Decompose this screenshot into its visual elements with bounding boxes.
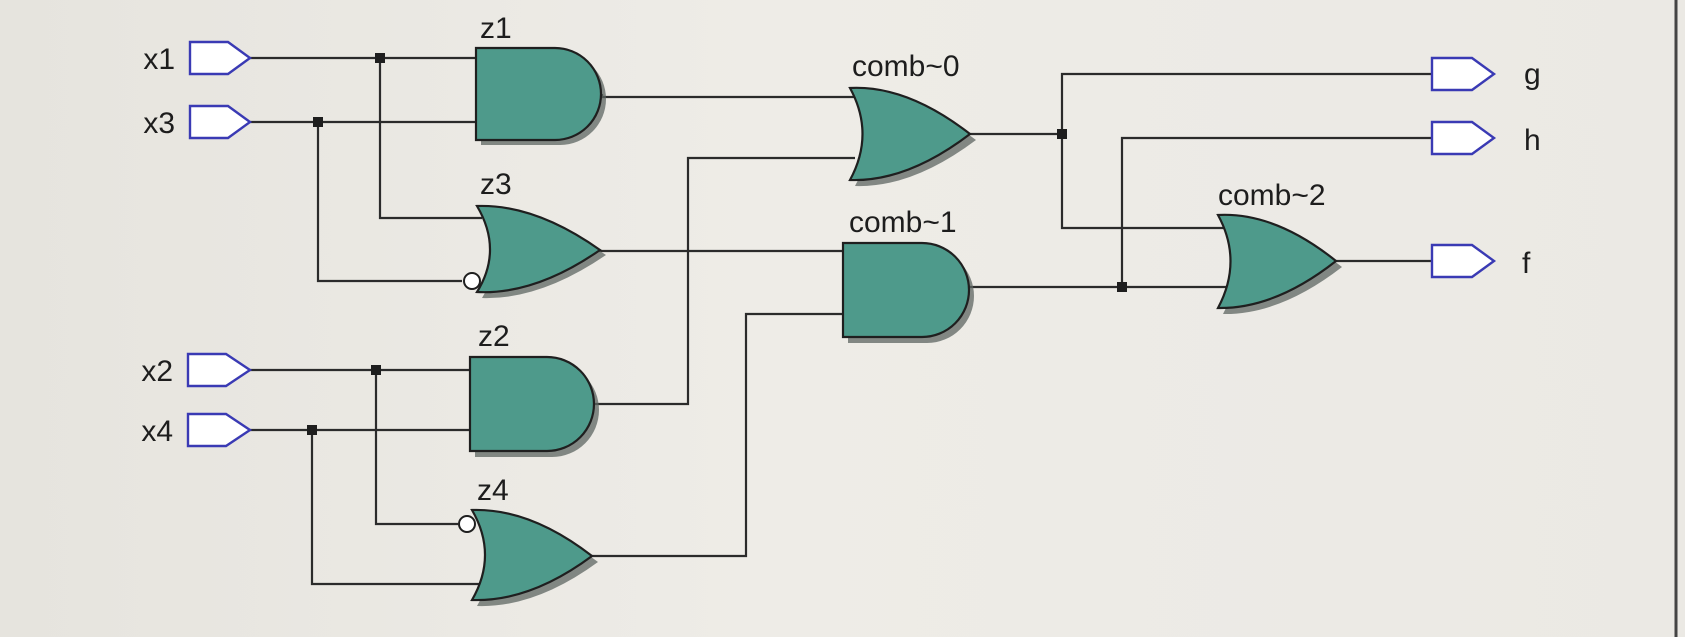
wire-x3-z3 <box>316 122 462 283</box>
labels: x1 x3 x2 x4 g h f z1 z3 z2 z4 comb~0 com… <box>141 12 1540 507</box>
junction-comb1 <box>1117 282 1127 292</box>
junction-x3 <box>313 117 323 127</box>
wire-comb1-comb2 <box>966 285 1226 289</box>
wire-z4-comb1 <box>592 312 843 558</box>
gate-label-z3: z3 <box>480 168 512 201</box>
output-label-f: f <box>1522 247 1531 280</box>
output-label-g: g <box>1524 58 1541 91</box>
output-pin-f <box>1430 243 1497 279</box>
wire-x2-z4 <box>374 370 458 526</box>
junction-comb0 <box>1057 129 1067 139</box>
or-gate-comb0 <box>848 86 976 187</box>
input-label-x4: x4 <box>141 415 173 448</box>
input-label-x3: x3 <box>143 107 175 140</box>
wire-comb0-g <box>970 72 1432 136</box>
gate-body <box>848 86 972 182</box>
gate-label-comb2: comb~2 <box>1218 179 1326 212</box>
gate-label-comb1: comb~1 <box>849 206 957 239</box>
input-pins <box>186 40 253 448</box>
output-pins <box>1430 56 1497 279</box>
gate-body <box>841 241 971 339</box>
output-pin-h <box>1430 120 1497 156</box>
or-gate-z4 <box>458 508 598 607</box>
gate-body <box>1216 213 1338 310</box>
output-label-h: h <box>1524 124 1541 157</box>
gate-body <box>474 46 603 142</box>
input-label-x2: x2 <box>141 355 173 388</box>
gate-label-z4: z4 <box>477 474 509 507</box>
wire-z3-comb1 <box>598 249 843 253</box>
or-gate-z3 <box>463 204 606 299</box>
gate-body <box>470 508 594 602</box>
gate-body <box>468 355 596 453</box>
wires <box>250 56 1432 586</box>
wire-comb0-comb2 <box>1060 134 1226 230</box>
output-pin-g <box>1430 56 1497 92</box>
inverter-bubble <box>463 272 481 290</box>
input-pin-x2 <box>186 352 253 388</box>
wire-z2-comb0 <box>592 156 855 406</box>
junction-x2 <box>371 365 381 375</box>
wire-x1-z3 <box>378 58 482 220</box>
gate-label-z2: z2 <box>478 320 510 353</box>
input-label-x1: x1 <box>143 43 175 76</box>
and-gate-z1 <box>474 46 606 145</box>
input-pin-x4 <box>186 412 253 448</box>
and-gate-comb1 <box>841 241 974 343</box>
wire-x4-z4 <box>310 430 482 586</box>
gate-label-z1: z1 <box>480 12 512 45</box>
junctions <box>307 53 1127 435</box>
input-pin-x1 <box>188 40 253 76</box>
wire-comb1-h <box>1120 136 1432 287</box>
junction-x4 <box>307 425 317 435</box>
input-pin-x3 <box>188 104 253 140</box>
and-gate-z2 <box>468 355 599 457</box>
gate-label-comb0: comb~0 <box>852 50 960 83</box>
wire-z1-comb0 <box>600 94 855 99</box>
junction-x1 <box>375 53 385 63</box>
gate-body <box>475 204 602 294</box>
or-gate-comb2 <box>1216 213 1342 315</box>
inverter-bubble <box>458 515 476 533</box>
